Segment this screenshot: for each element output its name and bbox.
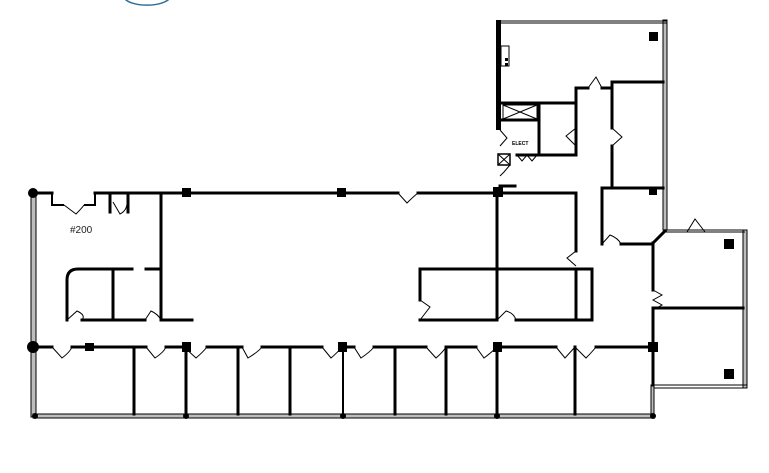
columns [27, 32, 734, 419]
interior-walls [34, 20, 745, 416]
electrical-room-label: ELECT [512, 141, 528, 147]
exterior-walls [30, 19, 748, 419]
suite-label: #200 [70, 225, 93, 236]
doors [51, 76, 706, 359]
compass-circle-icon [124, 0, 170, 6]
